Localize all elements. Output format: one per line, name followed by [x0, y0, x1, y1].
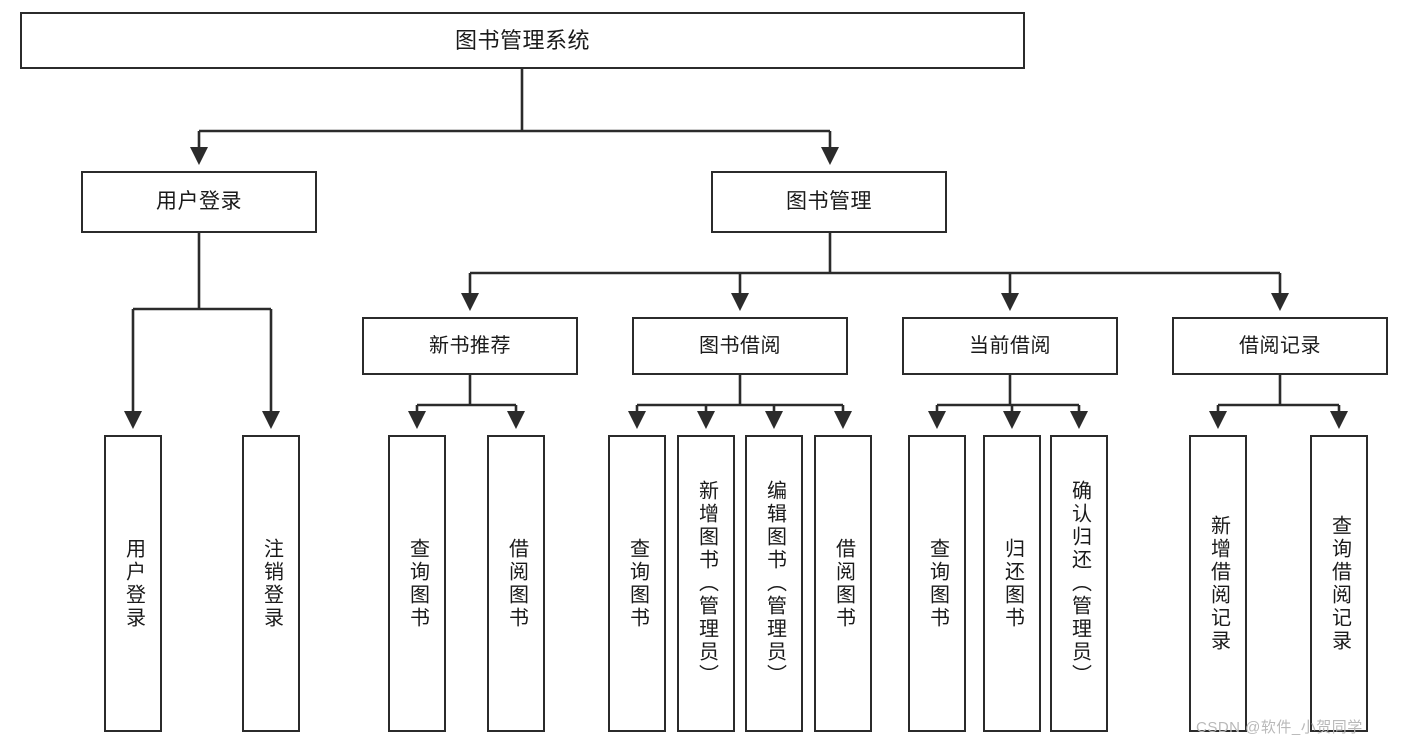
node-leaf-edit-book[interactable]: 编辑图书（管理员）	[745, 435, 803, 732]
node-leaf-borrow-book-1-label: 借阅图书	[505, 537, 528, 630]
node-leaf-confirm-return[interactable]: 确认归还（管理员）	[1050, 435, 1108, 732]
node-leaf-user-login-label: 用户登录	[122, 537, 145, 630]
node-leaf-add-record[interactable]: 新增借阅记录	[1189, 435, 1247, 732]
node-leaf-return-book[interactable]: 归还图书	[983, 435, 1041, 732]
node-leaf-query-book-1[interactable]: 查询图书	[388, 435, 446, 732]
node-leaf-confirm-return-label: 确认归还（管理员）	[1068, 480, 1091, 687]
node-user-login[interactable]: 用户登录	[81, 171, 317, 233]
node-new-book-recommend[interactable]: 新书推荐	[362, 317, 578, 375]
node-leaf-query-record-label: 查询借阅记录	[1328, 514, 1351, 653]
node-leaf-query-book-1-label: 查询图书	[406, 537, 429, 630]
node-leaf-edit-book-label: 编辑图书（管理员）	[763, 480, 786, 687]
node-book-manage[interactable]: 图书管理	[711, 171, 947, 233]
node-book-manage-label: 图书管理	[786, 189, 872, 213]
node-leaf-add-book-label: 新增图书（管理员）	[695, 480, 718, 687]
node-user-login-label: 用户登录	[156, 189, 242, 213]
node-leaf-query-book-3[interactable]: 查询图书	[908, 435, 966, 732]
node-leaf-add-book[interactable]: 新增图书（管理员）	[677, 435, 735, 732]
node-current-borrow[interactable]: 当前借阅	[902, 317, 1118, 375]
node-leaf-add-record-label: 新增借阅记录	[1207, 514, 1230, 653]
node-leaf-logout-login[interactable]: 注销登录	[242, 435, 300, 732]
node-leaf-user-login[interactable]: 用户登录	[104, 435, 162, 732]
node-book-borrow[interactable]: 图书借阅	[632, 317, 848, 375]
node-leaf-borrow-book-1[interactable]: 借阅图书	[487, 435, 545, 732]
node-current-borrow-label: 当前借阅	[969, 334, 1051, 357]
node-leaf-return-book-label: 归还图书	[1001, 537, 1024, 630]
csdn-watermark: CSDN @软件_小贺同学	[1196, 719, 1363, 736]
node-borrow-record-label: 借阅记录	[1239, 334, 1321, 357]
node-book-borrow-label: 图书借阅	[699, 334, 781, 357]
node-leaf-borrow-book-2-label: 借阅图书	[832, 537, 855, 630]
node-leaf-query-book-3-label: 查询图书	[926, 537, 949, 630]
node-borrow-record[interactable]: 借阅记录	[1172, 317, 1388, 375]
node-root[interactable]: 图书管理系统	[20, 12, 1025, 69]
node-leaf-logout-login-label: 注销登录	[260, 537, 283, 630]
node-new-book-recommend-label: 新书推荐	[429, 334, 511, 357]
node-leaf-borrow-book-2[interactable]: 借阅图书	[814, 435, 872, 732]
node-root-label: 图书管理系统	[454, 27, 590, 53]
node-leaf-query-book-2-label: 查询图书	[626, 537, 649, 630]
node-leaf-query-book-2[interactable]: 查询图书	[608, 435, 666, 732]
node-leaf-query-record[interactable]: 查询借阅记录	[1310, 435, 1368, 732]
